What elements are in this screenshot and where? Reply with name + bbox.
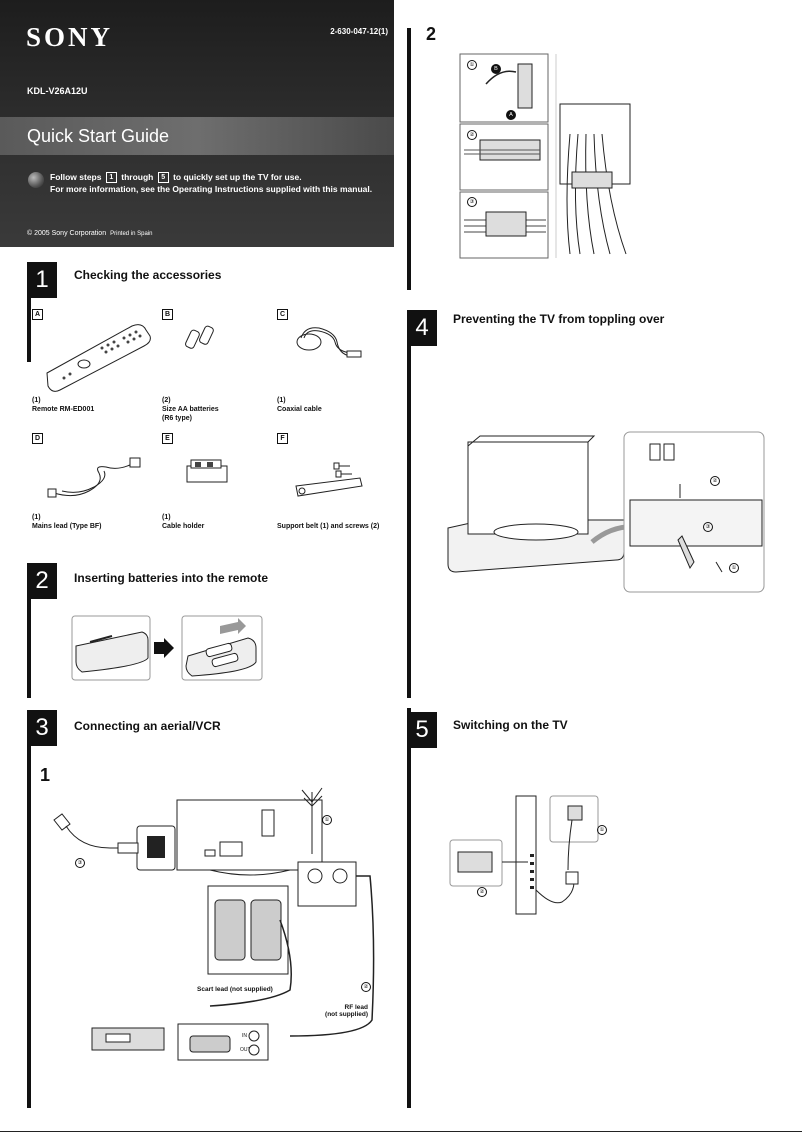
step-number: 2 [426, 24, 437, 44]
rf-lead-label: RF lead (not supplied) [320, 1004, 368, 1018]
model-number: KDL-V26A12U [27, 86, 88, 96]
accessory-qty: (1) [162, 514, 171, 521]
cable-holder-illustration [186, 459, 228, 483]
section-number: 1 [27, 262, 57, 298]
tag-b: B [491, 64, 501, 74]
page-bottom-rule [0, 1131, 802, 1132]
column-bar [407, 708, 411, 1108]
batteries-illustration [185, 325, 214, 349]
section-number: 3 [27, 710, 57, 746]
vcr-out-label: OUT [240, 1047, 251, 1053]
cable-holder-steps-illustration [459, 53, 631, 259]
accessory-caption: (1) Cable holder [162, 513, 204, 531]
callout-1: ① [597, 825, 607, 835]
switching-on-illustration [449, 795, 599, 915]
column-bar [407, 310, 411, 698]
section-title: Inserting batteries into the remote [74, 571, 269, 585]
rf-lead-line: RF lead [344, 1004, 368, 1011]
accessory-name: Support belt (1) and screws (2) [277, 523, 380, 530]
section-title: Switching on the TV [453, 718, 568, 732]
accessory-name: Remote RM-ED001 [32, 406, 95, 413]
section-number: 4 [407, 310, 437, 346]
accessory-name: Coaxial cable [277, 406, 322, 413]
accessory-name: Size AA batteries [162, 406, 219, 413]
support-belt-illustration [295, 462, 363, 497]
header-banner: SONY 2-630-047-12(1) KDL-V26A12U Quick S… [0, 0, 394, 247]
accessory-name: Mains lead (Type BF) [32, 523, 102, 530]
section-title: Preventing the TV from toppling over [453, 312, 665, 326]
accessory-letter: F [277, 433, 288, 444]
rf-lead-line: (not supplied) [325, 1011, 368, 1018]
sony-logo: SONY [26, 22, 114, 52]
column-bar [407, 28, 411, 290]
accessory-letter: B [162, 309, 173, 320]
accessory-caption: (1) Remote RM-ED001 [32, 396, 94, 414]
section-bar [27, 710, 31, 1108]
mains-lead-illustration [47, 457, 141, 498]
intro-text: through [121, 172, 154, 182]
page-title: Quick Start Guide [27, 126, 170, 146]
accessory-name: Cable holder [162, 523, 205, 530]
tag-a: A [506, 110, 516, 120]
aerial-vcr-connection-diagram [53, 787, 375, 1061]
accessory-qty: (1) [277, 397, 286, 404]
copyright-text: © 2005 Sony Corporation [27, 230, 107, 237]
callout-2: ② [710, 476, 720, 486]
callout-3: ③ [75, 858, 85, 868]
callout-2: ② [477, 887, 487, 897]
intro-text: to quickly set up the TV for use. [173, 172, 302, 182]
accessory-qty: (2) [162, 397, 171, 404]
accessory-qty: (1) [32, 397, 41, 404]
bullet-icon [28, 172, 44, 188]
section-title: Checking the accessories [74, 268, 222, 282]
accessory-name: (R6 type) [162, 415, 192, 422]
callout-3: ③ [703, 522, 713, 532]
section-bar [27, 262, 31, 362]
toppling-prevention-illustration [447, 431, 765, 593]
accessory-caption: (1) Coaxial cable [277, 396, 322, 414]
callout-2: ② [467, 130, 477, 140]
coaxial-cable-illustration [296, 327, 362, 358]
intro-line-2: For more information, see the Operating … [50, 184, 373, 194]
accessory-letter: D [32, 433, 43, 444]
section-number: 5 [407, 712, 437, 748]
battery-insertion-illustration [71, 615, 263, 681]
step-to-badge: 5 [157, 172, 169, 184]
part-number: 2-630-047-12(1) [330, 27, 388, 36]
callout-2: ② [361, 982, 371, 992]
section-title: Connecting an aerial/VCR [74, 719, 221, 733]
callout-1: ① [322, 815, 332, 825]
vcr-in-label: IN [242, 1033, 247, 1039]
intro-text: Follow steps [50, 172, 102, 182]
callout-1: ① [467, 60, 477, 70]
callout-1: ① [729, 563, 739, 573]
accessory-caption: (1) Mains lead (Type BF) [32, 513, 102, 531]
scart-lead-label: Scart lead (not supplied) [197, 986, 273, 993]
accessory-letter: C [277, 309, 288, 320]
accessory-letter: E [162, 433, 173, 444]
section-number: 2 [27, 563, 57, 599]
title-band [0, 117, 394, 155]
intro-line-1: Follow steps 1 through 5 to quickly set … [50, 172, 302, 184]
printed-in: Printed in Spain [110, 231, 153, 237]
accessory-qty: (1) [32, 514, 41, 521]
section-bar [27, 563, 31, 698]
step-from-badge: 1 [105, 172, 117, 184]
remote-control-illustration [46, 324, 151, 392]
callout-3: ③ [467, 197, 477, 207]
step-number: 1 [40, 765, 51, 785]
accessory-caption: Support belt (1) and screws (2) [277, 522, 379, 531]
accessory-letter: A [32, 309, 43, 320]
accessory-caption: (2) Size AA batteries (R6 type) [162, 396, 219, 423]
